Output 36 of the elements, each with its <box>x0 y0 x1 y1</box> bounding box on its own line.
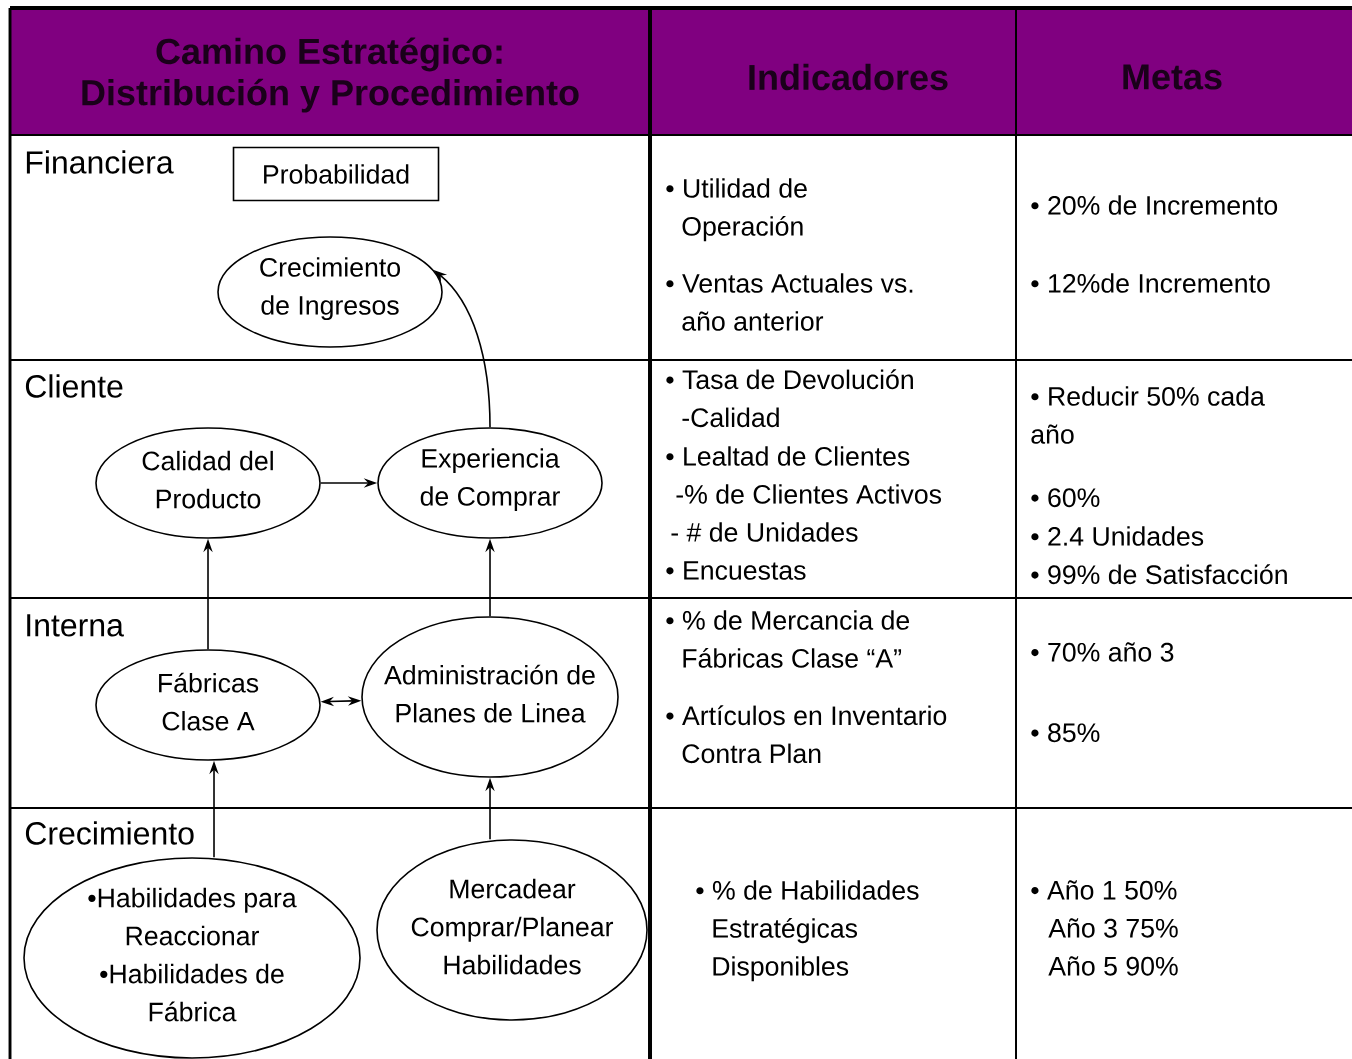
column-header: Metas <box>1123 64 1222 90</box>
column-header: Indicadores <box>749 63 948 91</box>
indicator-text: • % de Mercancia de Fábricas Clase “A” <box>666 610 910 668</box>
indicator-text: • Encuestas <box>666 561 806 580</box>
indicator-text: • Lealtad de Clientes <box>666 446 910 466</box>
target-text: • 99% de Satisfacción <box>1031 564 1287 585</box>
ellipse-node: Administración de Planes de Linea <box>361 616 619 778</box>
ellipse-node: Mercadear Comprar/Planear Habilidades <box>376 839 648 1021</box>
target-text: • 85% <box>1031 723 1100 743</box>
indicator-text: • Artículos en Inventario Contra Plan <box>666 705 947 764</box>
target-text: Año 3 75% <box>1048 918 1178 938</box>
indicator-text: • Ventas Actuales vs. año anterior <box>666 273 913 331</box>
indicator-text: -% de Clientes Activos <box>676 484 941 504</box>
target-text: • Año 1 50% <box>1031 880 1177 900</box>
indicator-text: • Tasa de Devolución -Calidad <box>666 369 913 428</box>
target-text: • 20% de Incremento <box>1031 195 1278 215</box>
row-label: Interna <box>27 614 124 637</box>
target-text: • 60% <box>1031 488 1100 508</box>
ellipse-node: •Habilidades para Reaccionar •Habilidades de Fábrica <box>23 857 361 1059</box>
row-label: Crecimiento <box>25 821 194 845</box>
ellipse-node: Calidad del Producto <box>95 427 321 539</box>
indicator-text: • % de Habilidades Estratégicas Disponibles <box>696 880 919 982</box>
row-label: Cliente <box>25 374 123 398</box>
row-label: Financiera <box>26 150 174 174</box>
target-text: Año 5 90% <box>1048 956 1178 976</box>
indicator-text: - # de Unidades <box>671 522 858 542</box>
target-text: • Reducir 50% cada año <box>1031 386 1265 444</box>
indicator-text: • Utilidad de Operación <box>666 178 807 242</box>
target-text: • 12%de Incremento <box>1031 273 1270 293</box>
text-box: Probabilidad <box>232 146 440 202</box>
ellipse-node: Experiencia de Comprar <box>377 427 603 539</box>
column-header: Camino Estratégico: Distribución y Procedimiento <box>82 37 579 113</box>
ellipse-node: Crecimiento de Ingresos <box>217 236 443 348</box>
target-text: • 70% año 3 <box>1031 642 1174 662</box>
target-text: • 2.4 Unidades <box>1031 526 1204 546</box>
ellipse-node: Fábricas Clase A <box>95 649 321 761</box>
